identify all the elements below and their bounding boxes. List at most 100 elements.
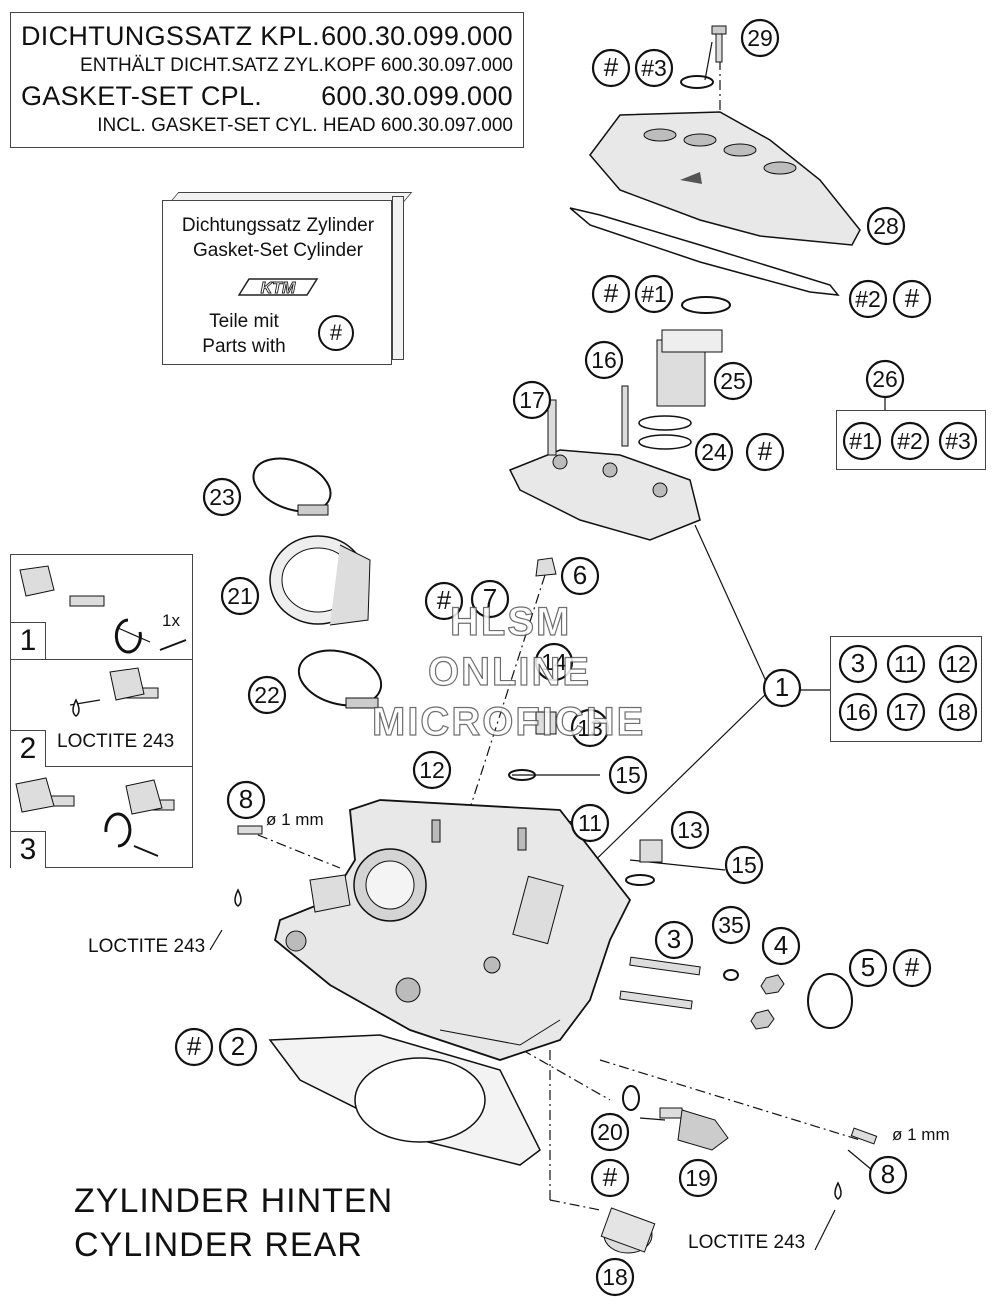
callout-hash-g: #	[174, 1027, 214, 1067]
valve-cap-6	[535, 557, 557, 577]
callout-circle	[838, 644, 878, 684]
cylinder-box-line2: Gasket-Set Cylinder	[192, 240, 363, 261]
cylinder-box-marker: #	[318, 315, 354, 351]
gasket-set-en-number: 600.30.099.000	[321, 81, 513, 111]
callout-label: 5	[861, 952, 875, 982]
callout-label: 20	[597, 1119, 623, 1145]
washer-15b	[625, 874, 655, 886]
callout-label: #1	[849, 428, 875, 454]
callout-circle	[886, 644, 926, 684]
callout-8b: 8	[868, 1155, 908, 1195]
callout-circle	[724, 845, 764, 885]
callout-15a: 15	[608, 755, 648, 795]
callout-label: 19	[685, 1165, 711, 1191]
callout-label: #	[604, 52, 619, 82]
callout-set-18: 18	[938, 692, 978, 732]
callout-26: 26	[865, 359, 905, 399]
callout-label: 15	[615, 762, 641, 788]
callout-circle	[608, 755, 648, 795]
callout-label: 17	[519, 387, 545, 413]
loctite-drop-right	[834, 1181, 842, 1200]
cylinder-box-side-face	[392, 196, 404, 360]
plug-screw-18	[600, 1207, 656, 1254]
callout-label: 1	[775, 672, 789, 702]
callout-label: 24	[701, 439, 727, 465]
axis-lines	[257, 60, 861, 1211]
stud-3a	[629, 956, 701, 976]
ktm-logo: KTM	[235, 273, 321, 299]
callout-circle	[761, 926, 801, 966]
camshaft-bracket	[508, 385, 701, 541]
gasket-set-en-sub: INCL. GASKET-SET CYL. HEAD 600.30.097.00…	[97, 115, 513, 136]
callout-20: 20	[590, 1112, 630, 1152]
loctite-note-left: LOCTITE 243	[88, 936, 206, 957]
callout-label: 18	[945, 699, 971, 725]
callout-label: #	[603, 1162, 618, 1192]
cylinder-box-line3: Teile mit	[209, 311, 279, 332]
callout-6: 6	[560, 556, 600, 596]
callout-hash-c: #	[892, 279, 932, 319]
callout-set-12: 12	[938, 644, 978, 684]
callout-label: 23	[209, 484, 235, 510]
callout-label: 6	[573, 560, 587, 590]
callout-22: 22	[247, 675, 287, 715]
callout-28: 28	[866, 206, 906, 246]
callout-label: 2	[231, 1031, 245, 1061]
valve-cover	[589, 111, 861, 246]
nut-4b	[750, 1009, 775, 1030]
gasket-set-de-label: DICHTUNGSSATZ KPL.	[21, 21, 320, 51]
callout-label: #	[187, 1031, 202, 1061]
callout-21: 21	[220, 576, 260, 616]
o-ring-lower	[638, 434, 692, 450]
callout-circle	[590, 1112, 630, 1152]
callout-circle	[745, 432, 785, 472]
callout-hash-h: #	[590, 1158, 630, 1198]
callout-set-11: 11	[886, 644, 926, 684]
callout-circle	[670, 810, 710, 850]
callout-label: 26	[872, 366, 898, 392]
gasket-set-info-box: DICHTUNGSSATZ KPL. 600.30.099.000 ENTHÄL…	[10, 12, 524, 148]
callout-2: 2	[218, 1027, 258, 1067]
watermark-line3: MICROFICHE	[371, 699, 646, 744]
callout-circle	[534, 642, 574, 682]
callout-26-2: #2	[890, 421, 930, 461]
callout-circle	[634, 48, 674, 88]
callout-label: 16	[845, 699, 871, 725]
callout-label: 17	[893, 699, 919, 725]
callout-11a: 11	[570, 803, 610, 843]
callout-circle	[218, 1027, 258, 1067]
callout-label: #	[604, 278, 619, 308]
callout-circle	[713, 361, 753, 401]
callout-label: 25	[720, 368, 746, 394]
callout-label: 14	[541, 649, 567, 675]
leader-29	[704, 41, 713, 81]
callout-set-3: 3	[838, 644, 878, 684]
callout-circle	[838, 692, 878, 732]
callout-label: 22	[254, 682, 280, 708]
leader-step1	[117, 627, 151, 643]
callout-hash-d: #	[745, 432, 785, 472]
o-ring-5	[807, 973, 853, 1029]
hose-clamp-22	[297, 649, 383, 709]
callout-label: 8	[881, 1159, 895, 1189]
callout-label: 12	[419, 757, 445, 783]
step-1: 1 1x	[11, 555, 192, 660]
callout-label: 11	[894, 651, 918, 677]
callout-set-16: 16	[838, 692, 878, 732]
leader-1-top	[694, 524, 771, 691]
callout-circle	[560, 556, 600, 596]
cylinder-head	[273, 799, 632, 1061]
callout-18: 18	[595, 1257, 635, 1297]
bolt-13a	[535, 711, 557, 735]
callout-label: 12	[945, 651, 971, 677]
callout-circle	[694, 432, 734, 472]
callout-circle	[202, 477, 242, 517]
callout-circle	[174, 1027, 214, 1067]
callout-hash-a: #	[591, 48, 631, 88]
callout-circle	[570, 803, 610, 843]
callout-15b: 15	[724, 845, 764, 885]
callout-circle	[848, 948, 888, 988]
callout-circle	[590, 1158, 630, 1198]
sealing-washer-20	[622, 1085, 640, 1111]
